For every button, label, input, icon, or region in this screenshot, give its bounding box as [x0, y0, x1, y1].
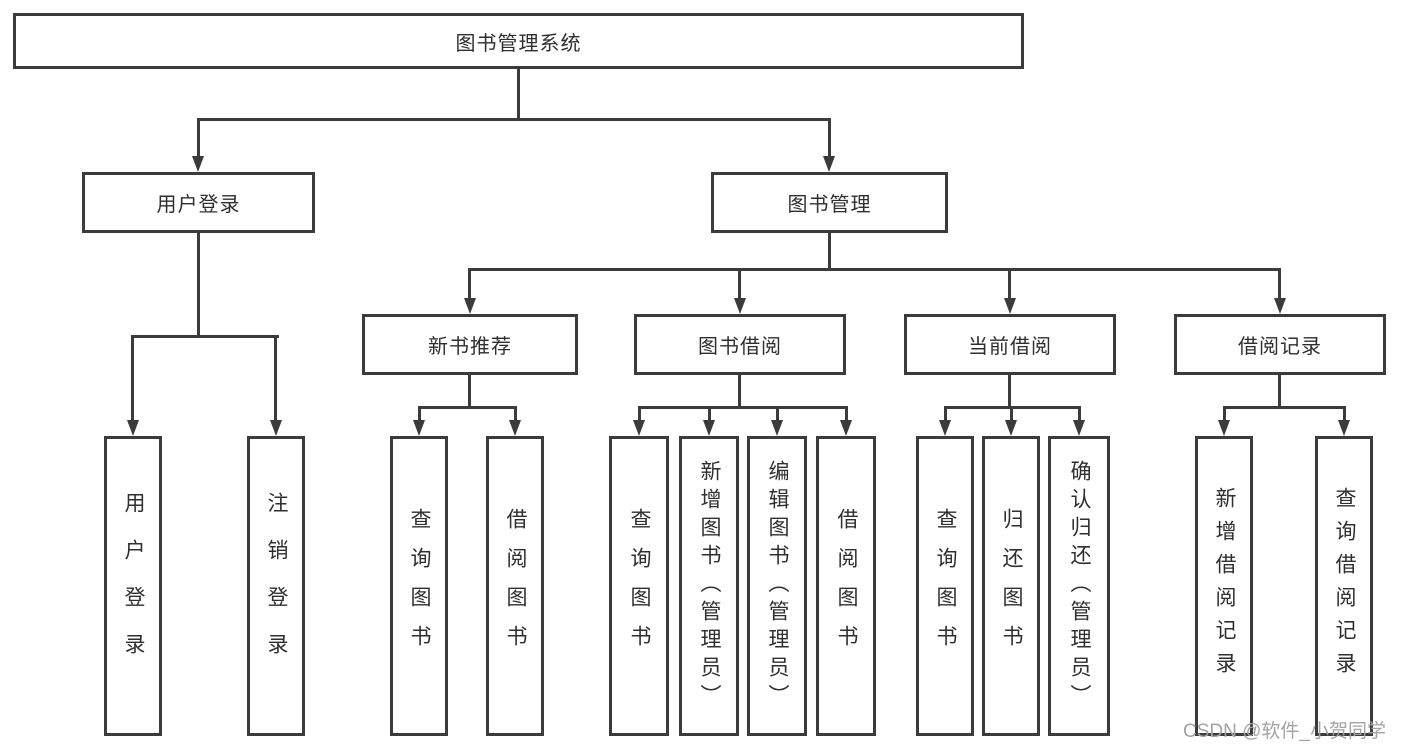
- leaf-bb-borrow-books: 借阅图书: [816, 436, 876, 736]
- connector-new-books-rail: [418, 406, 517, 409]
- node-new-books: 新书推荐: [362, 314, 578, 375]
- node-root-label: 图书管理系统: [455, 32, 582, 55]
- connector-user-login-rail: [131, 335, 279, 338]
- arrow-leaf-logout: [270, 420, 282, 436]
- connector-drop-leaf-logout: [274, 335, 277, 420]
- arrow-bb-borrow: [840, 420, 852, 436]
- arrow-cb-confirm: [1073, 420, 1085, 436]
- connector-root-stem: [517, 69, 520, 118]
- leaf-cb-confirm-return: 确认归还（管理员）: [1048, 436, 1110, 736]
- leaf-user-login: 用户登录: [104, 436, 162, 736]
- leaf-bb-edit-books: 编辑图书（管理员）: [747, 436, 807, 736]
- arrow-current-borrow: [1004, 298, 1016, 314]
- connector-drop-br-query: [1343, 406, 1346, 421]
- arrow-nb-borrow: [509, 420, 521, 436]
- leaf-logout-label: 注销登录: [265, 492, 288, 680]
- node-current-borrow: 当前借阅: [904, 314, 1116, 375]
- arrow-br-add: [1218, 420, 1230, 436]
- leaf-br-query-record: 查询借阅记录: [1315, 436, 1373, 736]
- node-user-login: 用户登录: [82, 172, 315, 233]
- arrow-book-mgmt: [823, 156, 835, 172]
- node-book-borrow: 图书借阅: [634, 314, 846, 375]
- leaf-cb-confirm-return-label: 确认归还（管理员）: [1068, 460, 1091, 712]
- connector-root-rail: [197, 118, 831, 121]
- node-root: 图书管理系统: [13, 13, 1024, 69]
- connector-drop-nb-borrow: [514, 406, 517, 421]
- arrow-new-books: [464, 298, 476, 314]
- leaf-bb-query-books-label: 查询图书: [628, 508, 651, 664]
- connector-book-mgmt-rail: [469, 268, 1281, 271]
- connector-drop-cb-confirm: [1078, 406, 1081, 421]
- connector-borrow-records-stem: [1278, 375, 1281, 406]
- leaf-bb-query-books: 查询图书: [609, 436, 669, 736]
- leaf-br-add-record-label: 新增借阅记录: [1213, 487, 1236, 685]
- leaf-cb-return-books: 归还图书: [982, 436, 1040, 736]
- node-new-books-label: 新书推荐: [428, 336, 512, 358]
- connector-drop-book-mgmt: [828, 118, 831, 157]
- connector-drop-current-borrow: [1008, 268, 1011, 298]
- connector-drop-bb-borrow: [845, 406, 848, 421]
- arrow-bb-edit: [771, 420, 783, 436]
- connector-drop-nb-query: [418, 406, 421, 421]
- node-current-borrow-label: 当前借阅: [968, 336, 1052, 358]
- node-book-mgmt: 图书管理: [711, 172, 948, 233]
- leaf-bb-add-books-label: 新增图书（管理员）: [698, 460, 721, 712]
- connector-drop-new-books: [468, 268, 471, 298]
- arrow-book-borrow: [734, 298, 746, 314]
- leaf-nb-query-books-label: 查询图书: [408, 508, 431, 664]
- leaf-nb-borrow-books: 借阅图书: [486, 436, 544, 736]
- connector-drop-bb-add: [708, 406, 711, 421]
- leaf-br-add-record: 新增借阅记录: [1195, 436, 1253, 736]
- arrow-cb-return: [1005, 420, 1017, 436]
- connector-drop-leaf-login: [131, 335, 134, 420]
- arrow-leaf-login: [127, 420, 139, 436]
- arrow-bb-query: [633, 420, 645, 436]
- arrow-bb-add: [703, 420, 715, 436]
- node-borrow-records-label: 借阅记录: [1238, 336, 1322, 358]
- connector-new-books-stem: [468, 375, 471, 406]
- node-book-borrow-label: 图书借阅: [698, 336, 782, 358]
- connector-drop-borrow-records: [1278, 268, 1281, 298]
- leaf-cb-query-books: 查询图书: [916, 436, 974, 736]
- connector-drop-cb-query: [944, 406, 947, 421]
- leaf-cb-query-books-label: 查询图书: [934, 508, 957, 664]
- node-user-login-label: 用户登录: [156, 194, 241, 216]
- connector-drop-cb-return: [1010, 406, 1013, 421]
- connector-drop-br-add: [1223, 406, 1226, 421]
- connector-drop-bb-query: [638, 406, 641, 421]
- connector-drop-bb-edit: [776, 406, 779, 421]
- arrow-cb-query: [939, 420, 951, 436]
- connector-book-borrow-stem: [738, 375, 741, 406]
- leaf-nb-query-books: 查询图书: [390, 436, 448, 736]
- node-borrow-records: 借阅记录: [1174, 314, 1386, 375]
- connector-current-borrow-stem: [1008, 375, 1011, 406]
- leaf-nb-borrow-books-label: 借阅图书: [504, 508, 527, 664]
- connector-drop-book-borrow: [738, 268, 741, 298]
- leaf-cb-return-books-label: 归还图书: [1000, 508, 1023, 664]
- connector-user-login-stem: [197, 233, 200, 335]
- node-book-mgmt-label: 图书管理: [787, 194, 872, 216]
- leaf-bb-borrow-books-label: 借阅图书: [835, 508, 858, 664]
- arrow-borrow-records: [1274, 298, 1286, 314]
- connector-drop-user-login: [197, 118, 200, 157]
- csdn-watermark: CSDN @软件_小贺同学: [1183, 721, 1386, 742]
- leaf-logout: 注销登录: [247, 436, 305, 736]
- arrow-user-login: [192, 156, 204, 172]
- arrow-br-query: [1338, 420, 1350, 436]
- leaf-bb-edit-books-label: 编辑图书（管理员）: [766, 460, 789, 712]
- connector-book-mgmt-stem: [828, 233, 831, 268]
- leaf-user-login-label: 用户登录: [122, 492, 145, 680]
- leaf-bb-add-books: 新增图书（管理员）: [679, 436, 739, 736]
- connector-borrow-records-rail: [1223, 406, 1346, 409]
- leaf-br-query-record-label: 查询借阅记录: [1333, 487, 1356, 685]
- connector-book-borrow-rail: [638, 406, 848, 409]
- arrow-nb-query: [413, 420, 425, 436]
